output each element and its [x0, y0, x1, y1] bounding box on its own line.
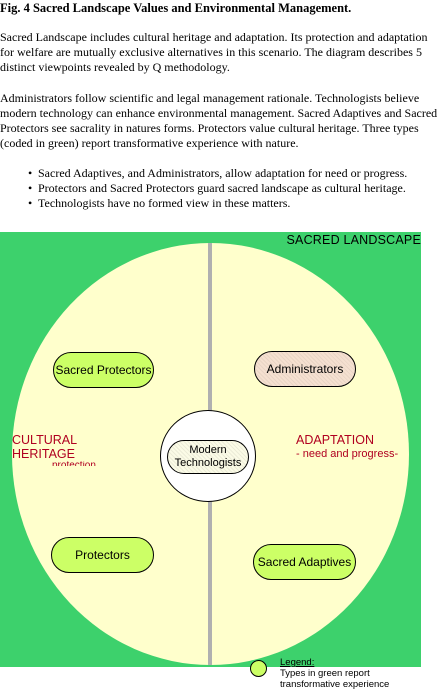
- label-line1: ADAPTATION: [296, 433, 375, 447]
- adaptation-label: ADAPTATION - need and progress-: [296, 433, 398, 461]
- node-sacred-protectors: Sacred Protectors: [53, 352, 154, 388]
- types-paragraph: Administrators follow scientific and leg…: [0, 91, 438, 150]
- bullet-item: Protectors and Sacred Protectors guard s…: [28, 181, 407, 196]
- landscape-title: SACRED LANDSCAPE: [286, 233, 421, 247]
- bullet-item: Sacred Adaptives, and Administrators, al…: [28, 166, 407, 181]
- sacred-landscape-area: SACRED LANDSCAPE Sacred Protectors Admin…: [0, 232, 421, 667]
- node-label-line2: Technologists: [174, 457, 242, 469]
- node-label: Sacred Adaptives: [257, 555, 352, 569]
- label-line2: HERITAGE: [12, 447, 75, 461]
- node-modern-technologists: Modern Technologists: [167, 440, 249, 474]
- legend: Legend: Types in green report transforma…: [280, 657, 392, 690]
- node-administrators: Administrators: [254, 351, 356, 387]
- cultural-heritage-label: CULTURAL HERITAGE protection: [12, 433, 96, 466]
- legend-title: Legend:: [280, 657, 315, 668]
- node-label-line1: Modern: [189, 444, 227, 456]
- bullet-item: Technologists have no formed view in the…: [28, 196, 407, 211]
- label-sub: protection: [12, 461, 96, 466]
- intro-paragraph: Sacred Landscape includes cultural herit…: [0, 30, 428, 74]
- node-label: Sacred Protectors: [55, 363, 152, 377]
- node-label: Protectors: [75, 548, 130, 562]
- bullet-list: Sacred Adaptives, and Administrators, al…: [28, 166, 407, 211]
- label-line1: CULTURAL: [12, 433, 78, 447]
- node-label: Administrators: [266, 362, 344, 376]
- legend-description: Types in green report transformative exp…: [280, 668, 390, 690]
- technologists-outer-circle: Modern Technologists: [160, 410, 256, 502]
- node-protectors: Protectors: [51, 537, 154, 573]
- label-sub: - need and progress-: [296, 448, 399, 460]
- landscape-circle: Sacred Protectors Administrators Protect…: [12, 243, 409, 665]
- node-sacred-adaptives: Sacred Adaptives: [253, 544, 356, 580]
- figure-title: Fig. 4 Sacred Landscape Values and Envir…: [0, 1, 352, 15]
- legend-green-dot: [250, 660, 267, 677]
